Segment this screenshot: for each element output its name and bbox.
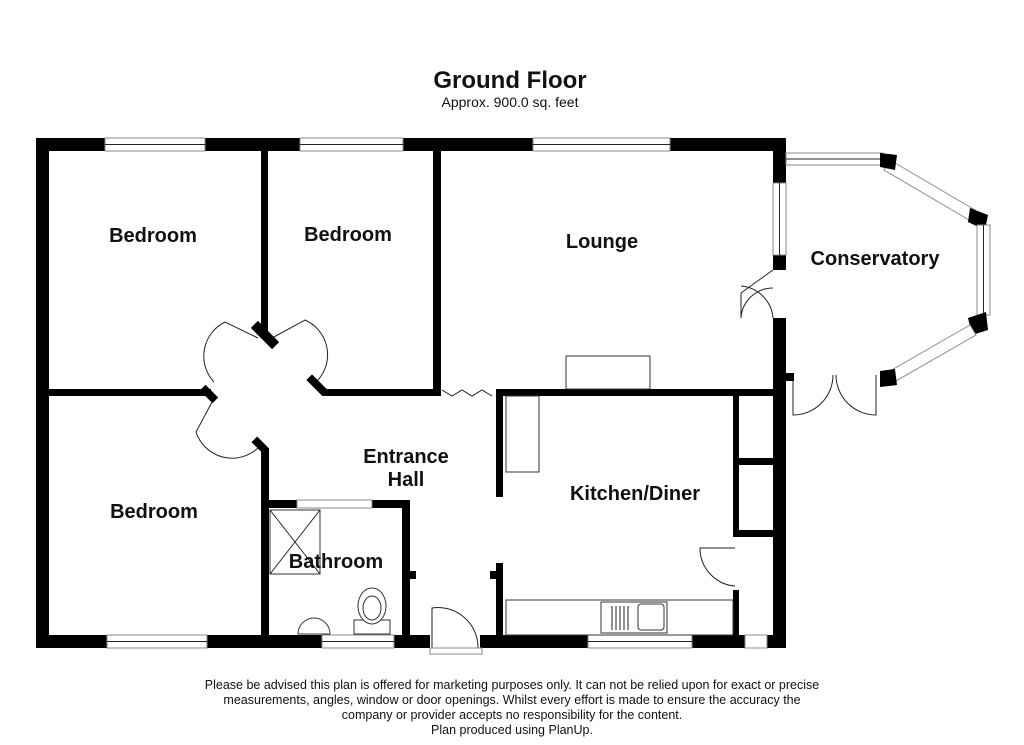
disclaimer-line-3: company or provider accepts no responsib…	[342, 708, 682, 722]
room-label-entrance-hall-line2: Hall	[388, 469, 425, 491]
room-label-bathroom: Bathroom	[289, 551, 383, 573]
disclaimer: Please be advised this plan is offered f…	[205, 678, 820, 737]
walls	[36, 138, 786, 648]
plan-area: Approx. 900.0 sq. feet	[442, 94, 579, 110]
disclaimer-line-4: Plan produced using PlanUp.	[431, 723, 593, 737]
fixtures	[269, 355, 734, 636]
room-label-bedroom-2: Bedroom	[304, 224, 392, 246]
room-label-bedroom-1: Bedroom	[109, 225, 197, 247]
plan-title: Ground Floor	[433, 67, 586, 94]
windows	[104, 137, 787, 649]
doors	[195, 269, 774, 655]
room-label-bedroom-3: Bedroom	[110, 501, 198, 523]
disclaimer-line-1: Please be advised this plan is offered f…	[205, 678, 820, 692]
room-label-kitchen-diner: Kitchen/Diner	[570, 483, 700, 505]
disclaimer-line-2: measurements, angles, window or door ope…	[223, 693, 800, 707]
room-label-entrance-hall-line1: Entrance	[363, 446, 449, 468]
conservatory-structure	[785, 152, 991, 416]
room-label-conservatory: Conservatory	[811, 248, 941, 270]
room-labels: Bedroom Bedroom Bedroom Lounge Conservat…	[109, 224, 940, 573]
room-label-lounge: Lounge	[566, 231, 638, 253]
